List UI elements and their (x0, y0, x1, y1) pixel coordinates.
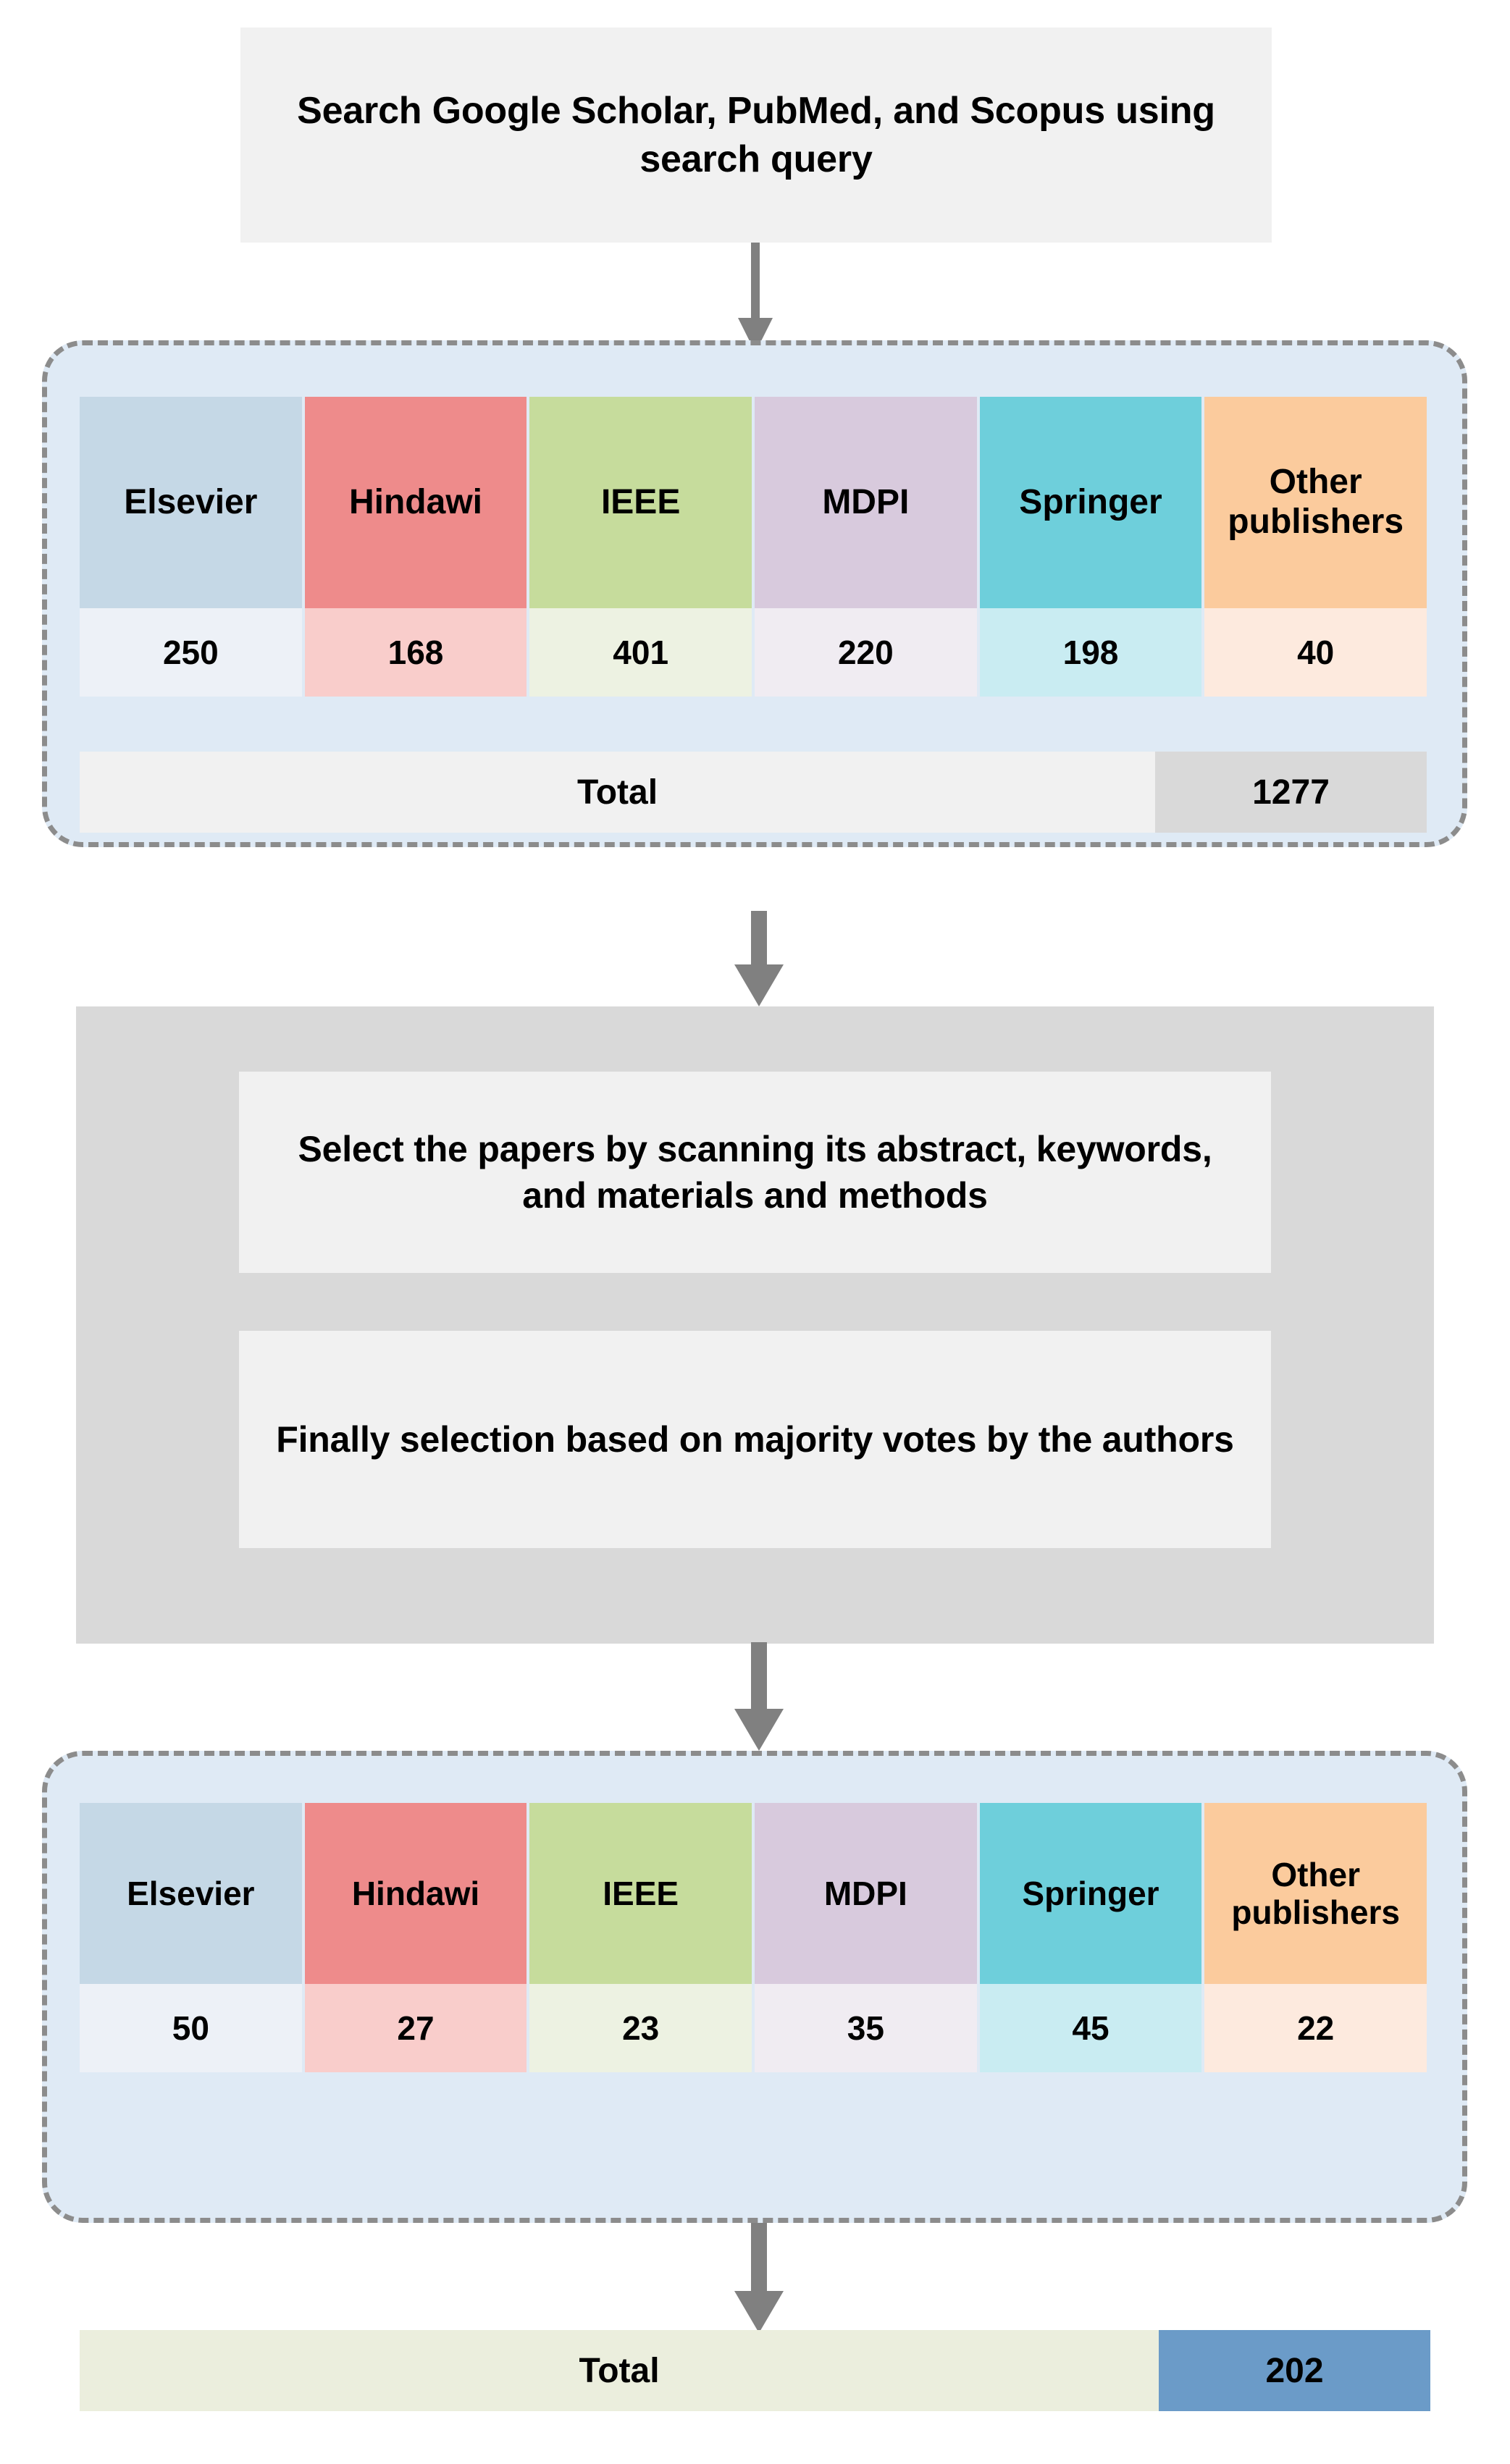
column-header-elsevier: Elsevier (80, 1803, 302, 1984)
arrow-down-icon-4 (734, 2223, 784, 2333)
value-elsevier: 50 (80, 1984, 302, 2072)
screening-step-scan-abstract: Select the papers by scanning its abstra… (239, 1072, 1271, 1273)
column-header-elsevier: Elsevier (80, 397, 302, 608)
column-header-other-publishers: Other publishers (1204, 1803, 1427, 1984)
column-header-hindawi: Hindawi (304, 397, 527, 608)
value-springer: 45 (979, 1984, 1202, 2072)
value-hindawi: 27 (304, 1984, 527, 2072)
arrow-down-icon-2 (734, 911, 784, 1006)
value-other-publishers: 22 (1204, 1984, 1427, 2072)
selected-total-value: 202 (1159, 2330, 1430, 2411)
arrow-shaft (751, 911, 767, 969)
selected-papers-table: Elsevier Hindawi IEEE MDPI Springer Othe… (80, 1803, 1427, 2072)
arrow-shaft (751, 2223, 767, 2295)
value-elsevier: 250 (80, 608, 302, 697)
arrow-down-icon-3 (734, 1642, 784, 1751)
search-query-box: Search Google Scholar, PubMed, and Scopu… (240, 28, 1272, 243)
column-header-springer: Springer (979, 1803, 1202, 1984)
column-header-hindawi: Hindawi (304, 1803, 527, 1984)
found-total-value: 1277 (1155, 752, 1427, 833)
column-header-other-publishers: Other publishers (1204, 397, 1427, 608)
column-header-mdpi: MDPI (754, 1803, 977, 1984)
value-ieee: 23 (529, 1984, 752, 2072)
arrow-head (734, 964, 784, 1006)
arrow-head (734, 1709, 784, 1751)
value-other-publishers: 40 (1204, 608, 1427, 697)
value-mdpi: 35 (754, 1984, 977, 2072)
found-total-label: Total (80, 752, 1155, 833)
value-hindawi: 168 (304, 608, 527, 697)
column-header-ieee: IEEE (529, 1803, 752, 1984)
arrow-shaft (751, 243, 760, 321)
arrow-down-icon-1 (734, 243, 777, 353)
column-header-mdpi: MDPI (754, 397, 977, 608)
selected-total-row: Total 202 (80, 2330, 1430, 2411)
value-mdpi: 220 (754, 608, 977, 697)
column-header-springer: Springer (979, 397, 1202, 608)
arrow-head (734, 2291, 784, 2333)
value-springer: 198 (979, 608, 1202, 697)
value-ieee: 401 (529, 608, 752, 697)
screening-step-majority-vote: Finally selection based on majority vote… (239, 1331, 1271, 1548)
found-total-row: Total 1277 (80, 752, 1427, 833)
found-papers-table: Elsevier Hindawi IEEE MDPI Springer Othe… (80, 397, 1427, 697)
arrow-shaft (751, 1642, 767, 1713)
selected-total-label: Total (80, 2330, 1159, 2411)
column-header-ieee: IEEE (529, 397, 752, 608)
